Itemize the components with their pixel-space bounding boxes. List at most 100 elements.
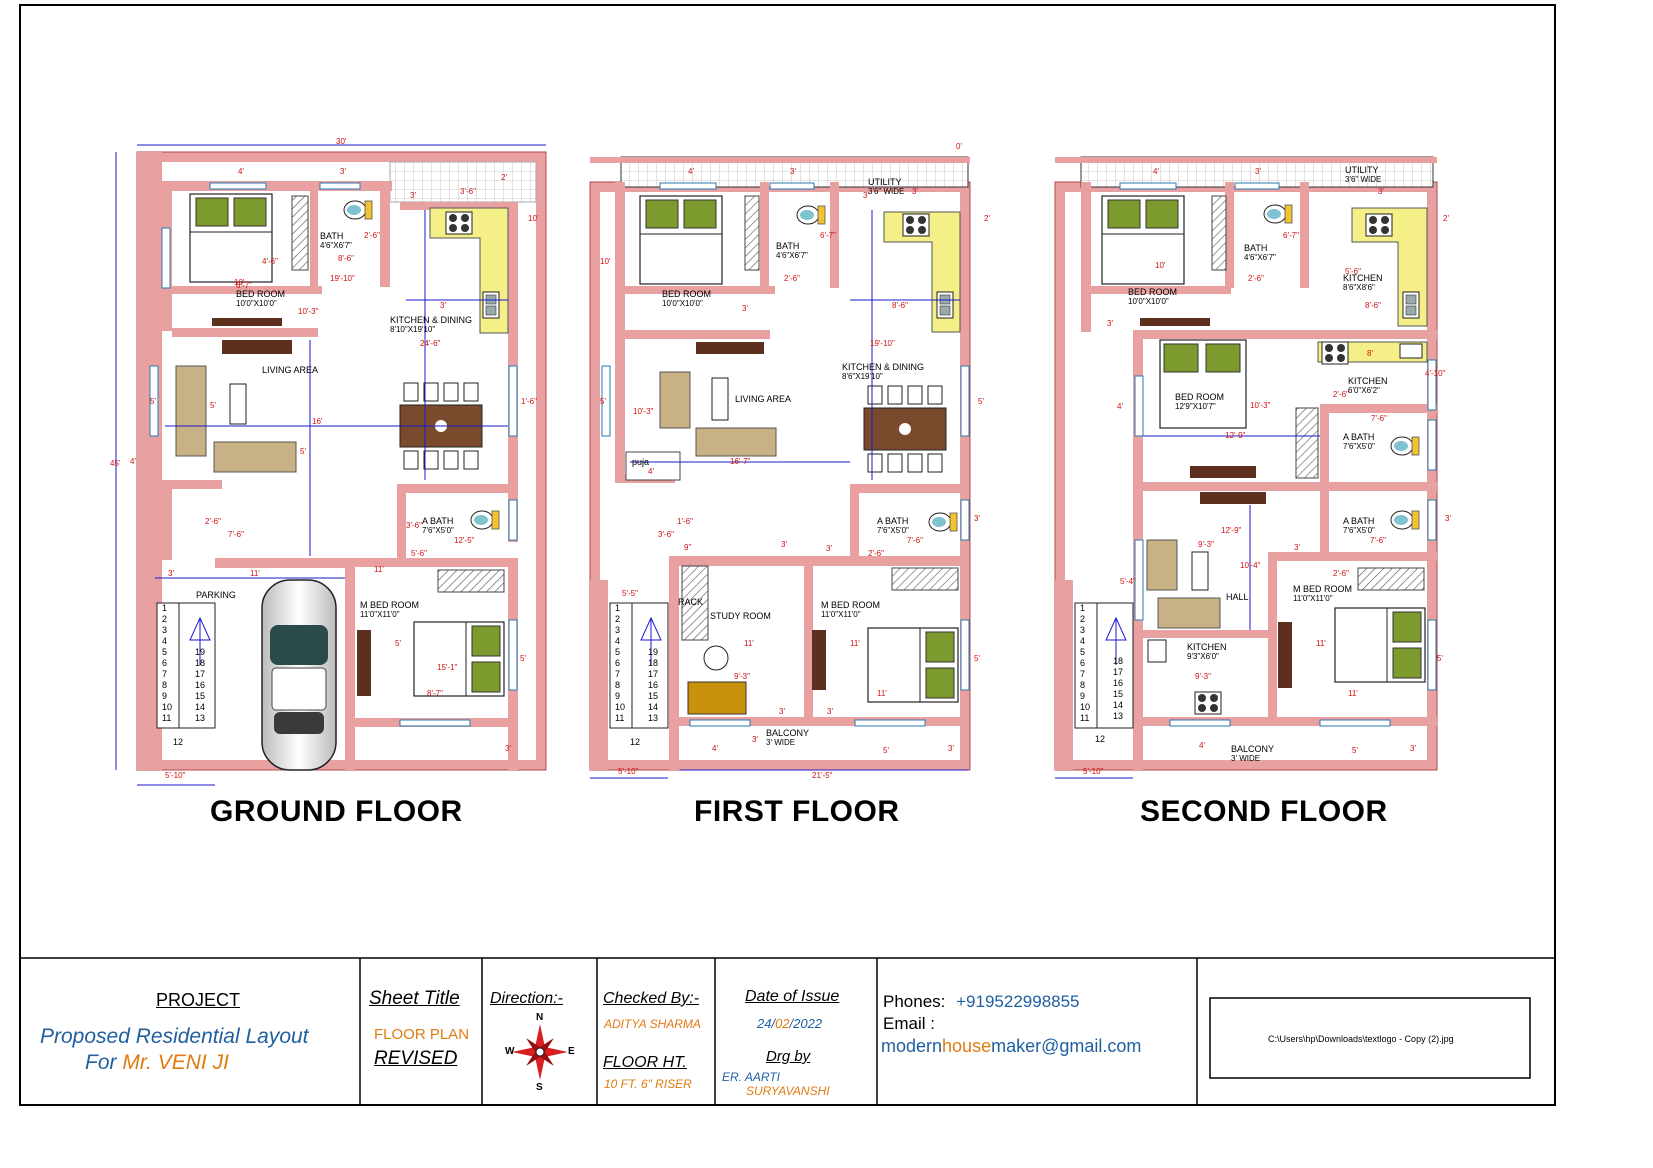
stair-step-number: 9	[162, 691, 168, 701]
dimension-label: 10'-3"	[1250, 401, 1271, 410]
dimension-label: 9'-3"	[1195, 672, 1211, 681]
dimension-label: 3'	[790, 167, 796, 176]
room-size: 11'0"X11'0"	[360, 610, 400, 619]
dimension-label: 3'	[742, 304, 748, 313]
dimension-label: 8'-6"	[892, 301, 908, 310]
dimension-label: 8'-6"	[1365, 301, 1381, 310]
room-size: 9'3"X6'0"	[1187, 652, 1219, 661]
room-label: BATH	[776, 241, 800, 251]
room-label: PARKING	[196, 590, 236, 600]
room-label: BED ROOM	[1175, 392, 1225, 402]
stair-landing-number: 12	[630, 737, 641, 747]
stair-step-number: 8	[1080, 680, 1086, 690]
dimension-label: 10'	[1155, 261, 1166, 270]
room-label: puja	[632, 457, 650, 467]
dimension-label: 3'	[1294, 543, 1300, 552]
dimension-label: 6'-7"	[236, 281, 252, 290]
dimension-label: 7'-6"	[907, 536, 923, 545]
room-size: 6'0"X6'2"	[1348, 386, 1380, 395]
compass-south: S	[536, 1082, 543, 1093]
dimension-label: 5'-4"	[1120, 577, 1136, 586]
room-size: 4'6"X6'7"	[320, 241, 352, 250]
toilet-icon	[1263, 204, 1293, 224]
room-label: A BATH	[877, 516, 909, 526]
dimension-label: 11'	[250, 569, 260, 578]
stove-icon	[1194, 691, 1222, 715]
dimension-label: 3'	[440, 301, 446, 310]
sink-icon	[936, 291, 954, 319]
first-floor-title: FIRST FLOOR	[694, 795, 900, 828]
bed-icon	[1159, 339, 1247, 429]
dimension-label: 3'	[1378, 187, 1384, 196]
second-floor-plan	[1054, 156, 1438, 779]
dimension-label: 5'	[1437, 654, 1443, 663]
dimension-label: 11'	[744, 639, 754, 648]
sheet-title-status: REVISED	[374, 1048, 458, 1069]
dimension-label: 3'	[1107, 319, 1113, 328]
tv-unit-icon	[222, 340, 292, 354]
dimension-label: 2'	[984, 214, 990, 223]
stair-step-number: 11	[162, 713, 172, 723]
dimension-label: 11'	[850, 639, 860, 648]
stair-step-number: 17	[1113, 667, 1124, 677]
email-value[interactable]: modernhousemaker@gmail.com	[881, 1036, 1141, 1057]
stair-step-number: 13	[195, 713, 206, 723]
room-label: BATH	[320, 231, 344, 241]
stair-step-number: 8	[162, 680, 168, 690]
dimension-label: 10'	[234, 278, 245, 287]
drawn-by-line2: SURYAVANSHI	[746, 1084, 830, 1098]
staircase-icon	[156, 602, 216, 729]
dimension-label: 4'	[688, 167, 694, 176]
room-size: 7'6"X5'0"	[877, 526, 909, 535]
stair-step-number: 18	[195, 658, 206, 668]
stair-step-number: 14	[195, 702, 206, 712]
dimension-label: 2'-6"	[205, 517, 221, 526]
room-label: A BATH	[422, 516, 454, 526]
dimension-label: 10'-4"	[1240, 561, 1261, 570]
room-label: M BED ROOM	[1293, 584, 1353, 594]
phone-value[interactable]: +919522998855	[956, 992, 1080, 1011]
stair-step-number: 7	[615, 669, 621, 679]
dimension-label: 1'-6"	[677, 517, 693, 526]
dimension-label: 4'	[648, 467, 654, 476]
room-size: 7'6"X5'0"	[422, 526, 454, 535]
dimension-label: 3'	[340, 167, 346, 176]
room-label: M BED ROOM	[360, 600, 420, 610]
stair-landing-number: 12	[1095, 734, 1106, 744]
dimension-label: 5'	[600, 397, 606, 406]
room-label: KITCHEN & DINING	[842, 362, 925, 372]
stair-step-number: 3	[162, 625, 168, 635]
room-label: BED ROOM	[662, 289, 712, 299]
first-floor-plan	[589, 156, 971, 779]
dimension-label: 5'	[300, 447, 306, 456]
room-label: STUDY ROOM	[710, 611, 771, 621]
stair-step-number: 15	[195, 691, 206, 701]
bed-icon	[413, 621, 505, 697]
dimension-label: 2'-6"	[364, 231, 380, 240]
stair-step-number: 18	[648, 658, 659, 668]
room-size: 4'6"X6'7"	[1244, 253, 1276, 262]
compass-icon	[512, 1024, 568, 1080]
overall-dimension: 21'-5"	[812, 771, 833, 780]
stair-step-number: 6	[162, 658, 168, 668]
drawn-by-prefix: ER. AARTI	[722, 1070, 781, 1084]
room-label: A BATH	[1343, 516, 1375, 526]
toilet-icon	[796, 205, 826, 225]
dimension-label: 3'-6"	[460, 187, 476, 196]
room-label: BALCONY	[766, 728, 810, 738]
dimension-label: 4'	[130, 457, 136, 466]
dimension-label: 12'-9"	[1225, 431, 1246, 440]
dimension-label: 2'-6"	[1333, 569, 1349, 578]
tv-unit-icon	[696, 342, 764, 354]
room-size: 8'6"X19'10"	[842, 372, 883, 381]
dimension-label: 10'-3"	[633, 407, 654, 416]
room-size: 7'6"X5'0"	[1343, 442, 1375, 451]
dimension-label: 6'-7"	[820, 231, 836, 240]
sheet-title-label: Sheet Title	[369, 988, 460, 1009]
phones-row: Phones: +919522998855	[883, 992, 1080, 1012]
dimension-label: 11'	[374, 565, 384, 574]
logo-placeholder-path: C:\Users\hp\Downloads\textlogo - Copy (2…	[1268, 1034, 1454, 1044]
room-label: HALL	[1226, 592, 1249, 602]
dimension-label: 10'	[528, 214, 539, 223]
dimension-label: 3'	[863, 191, 869, 200]
